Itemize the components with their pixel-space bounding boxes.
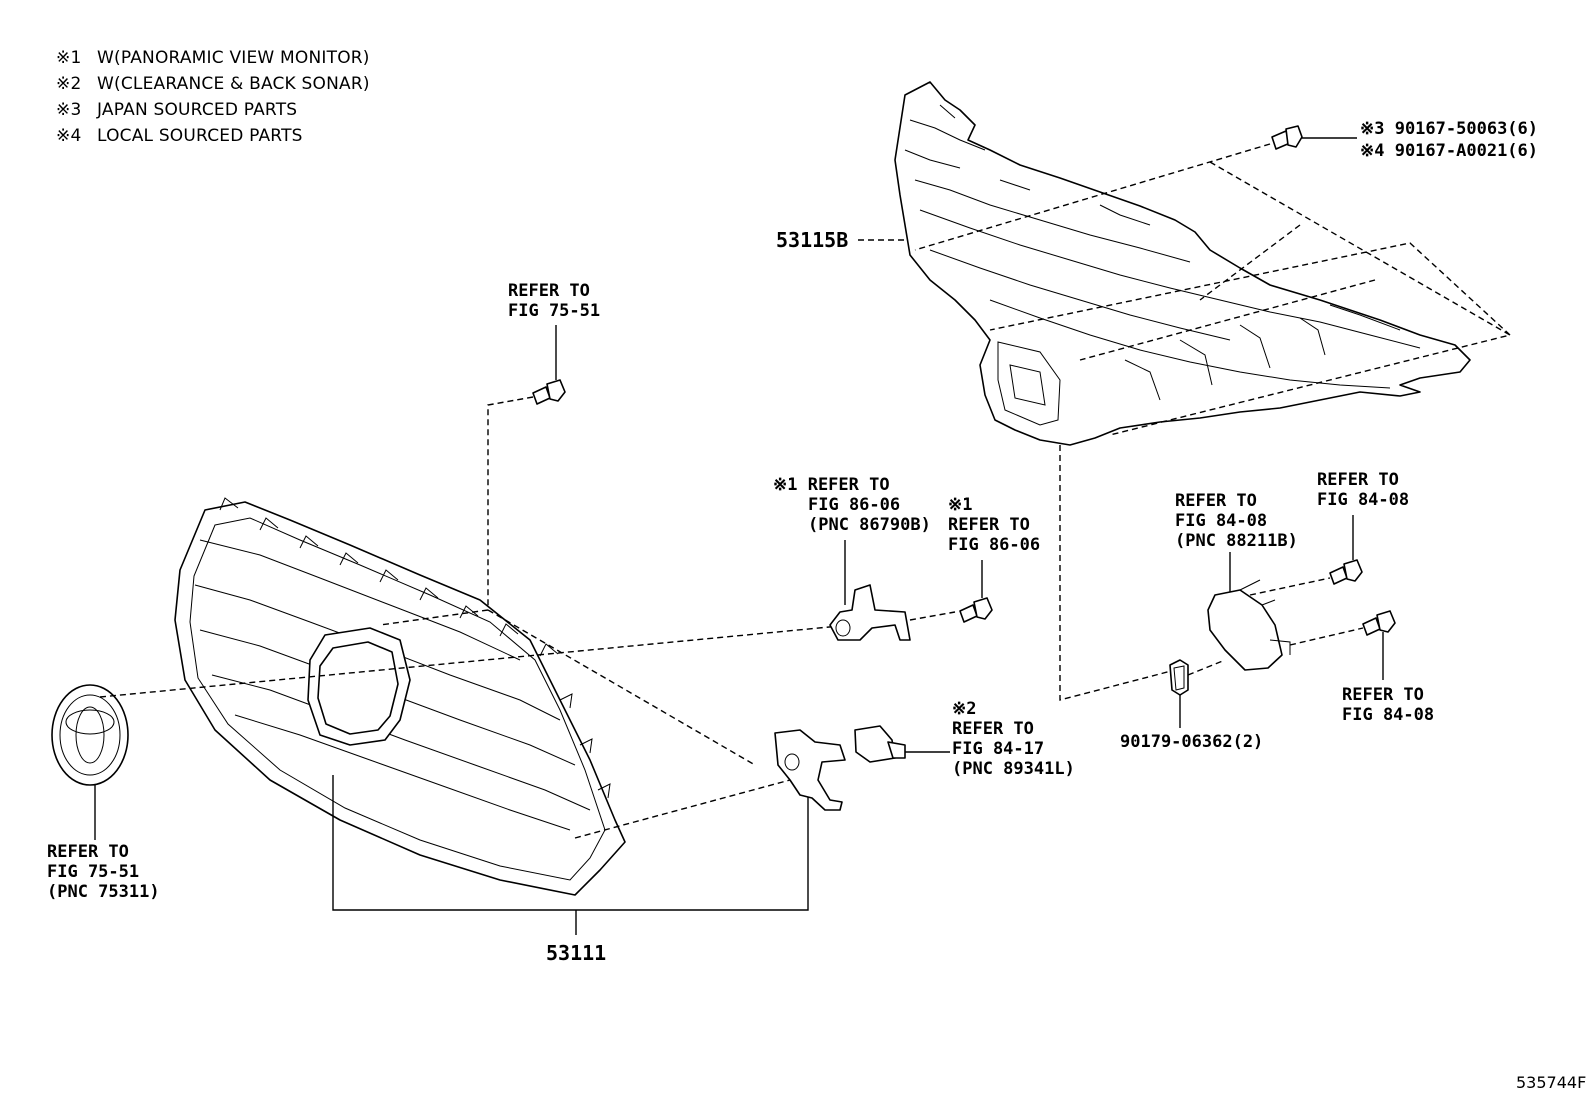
sensor-bracket-refer-line2: FIG 84-08: [1175, 511, 1267, 531]
grille-right-dash: [487, 609, 756, 766]
grille-bracket: [332, 775, 809, 911]
figure-id: 535744F: [1516, 1073, 1586, 1092]
sensor-screw-top-dash: [1249, 577, 1331, 596]
sensor-screw-top-refer-line2: FIG 84-08: [1317, 490, 1409, 510]
note-4-mark: ※4: [56, 126, 81, 146]
grille-retainer-53115b: [894, 81, 1471, 446]
screw-local-label: ※4 90167-A0021(6): [1360, 141, 1538, 161]
emblem-refer-line1: REFER TO: [47, 842, 129, 862]
note-1-mark: ※1: [56, 48, 81, 68]
grille-part-number: 53111: [546, 941, 606, 965]
retainer-part-number: 53115B: [776, 228, 848, 252]
sonar-refer-line3: FIG 84-17: [952, 739, 1044, 759]
camera-screw-refer-line3: FIG 86-06: [948, 535, 1040, 555]
note-1-text: W(PANORAMIC VIEW MONITOR): [97, 48, 370, 68]
sonar-bracket: [774, 729, 846, 811]
emblem-refer-line2: FIG 75-51: [47, 862, 139, 882]
emblem-dash: [99, 624, 851, 698]
emblem-refer-line3: (PNC 75311): [47, 882, 160, 902]
sensor-screw-top-refer-line1: REFER TO: [1317, 470, 1399, 490]
clip-to-bracket-dash: [1187, 659, 1226, 676]
sonar-refer-line2: REFER TO: [952, 719, 1034, 739]
note-2-mark: ※2: [56, 74, 81, 94]
radiator-grille-53111: [174, 497, 626, 896]
sensor-bracket-refer-line3: (PNC 88211B): [1175, 531, 1298, 551]
camera-refer-line2: FIG 86-06: [808, 495, 900, 515]
camera-bracket: [829, 584, 911, 641]
top-screw-refer-line1: REFER TO: [508, 281, 590, 301]
note-3-text: JAPAN SOURCED PARTS: [96, 100, 297, 120]
retainer-mount-dashes: [914, 143, 1512, 436]
sensor-screw-bottom-refer-line1: REFER TO: [1342, 685, 1424, 705]
grille-top-dash: [379, 609, 489, 626]
top-screw-dash: [487, 396, 534, 610]
sensor-screw-bottom: [1362, 610, 1396, 636]
camera-screw-refer-line2: REFER TO: [948, 515, 1030, 535]
camera-refer-line3: (PNC 86790B): [808, 515, 931, 535]
note-3-mark: ※3: [56, 100, 81, 120]
camera-screw: [959, 597, 993, 623]
camera-screw-dash: [909, 611, 956, 621]
sonar-sensor: [854, 725, 906, 763]
sensor-screw-bottom-dash: [1289, 627, 1364, 646]
screw-japan-label: ※3 90167-50063(6): [1360, 119, 1538, 139]
emblem: [51, 684, 129, 786]
clip-90179: [1169, 659, 1189, 696]
top-screw: [532, 379, 566, 405]
clip-dash: [1059, 445, 1176, 701]
sonar-dash: [574, 779, 791, 839]
sensor-bracket: [1207, 579, 1291, 671]
note-4-text: LOCAL SOURCED PARTS: [97, 126, 303, 146]
sensor-bracket-refer-line1: REFER TO: [1175, 491, 1257, 511]
top-screw-refer-line2: FIG 75-51: [508, 301, 600, 321]
sonar-refer-line1: ※2: [952, 699, 976, 719]
sensor-screw-bottom-refer-line2: FIG 84-08: [1342, 705, 1434, 725]
camera-screw-refer-line1: ※1: [948, 495, 972, 515]
note-2-text: W(CLEARANCE & BACK SONAR): [97, 74, 370, 94]
sensor-screw-top: [1329, 559, 1363, 585]
camera-refer-line1: ※1 REFER TO: [773, 475, 890, 495]
notes-legend: ※1 W(PANORAMIC VIEW MONITOR) ※2 W(CLEARA…: [56, 48, 370, 146]
clip-part-number: 90179-06362(2): [1120, 732, 1263, 752]
sonar-refer-line4: (PNC 89341L): [952, 759, 1075, 779]
retainer-screw: [1271, 125, 1357, 150]
